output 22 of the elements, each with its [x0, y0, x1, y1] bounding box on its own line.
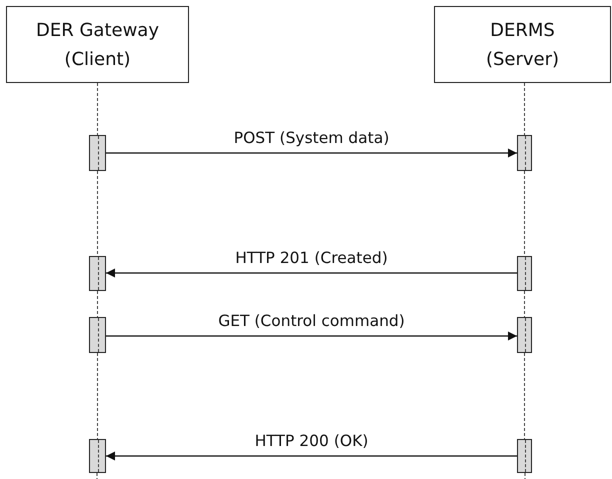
lifeline — [97, 170, 98, 256]
message-arrow — [106, 268, 517, 278]
activation-bar — [517, 439, 532, 473]
participant-box: DERMS (Server) — [434, 6, 611, 83]
activation-bar — [89, 256, 106, 291]
message-arrow — [106, 452, 517, 460]
activation-bar — [89, 439, 106, 473]
activation-bar — [517, 135, 532, 171]
lifeline — [524, 290, 525, 318]
lifeline — [97, 290, 98, 318]
activation-bar — [517, 317, 532, 353]
message-arrow — [106, 148, 517, 158]
activation-bar — [89, 135, 106, 171]
lifeline — [524, 352, 525, 440]
lifeline — [524, 170, 525, 256]
lifeline — [97, 352, 98, 440]
message-arrow — [106, 332, 517, 340]
activation-bar — [89, 317, 106, 353]
lifeline — [524, 82, 525, 136]
lifeline — [97, 82, 98, 136]
activation-bar — [517, 256, 532, 291]
participant-box: DER Gateway (Client) — [6, 6, 189, 83]
